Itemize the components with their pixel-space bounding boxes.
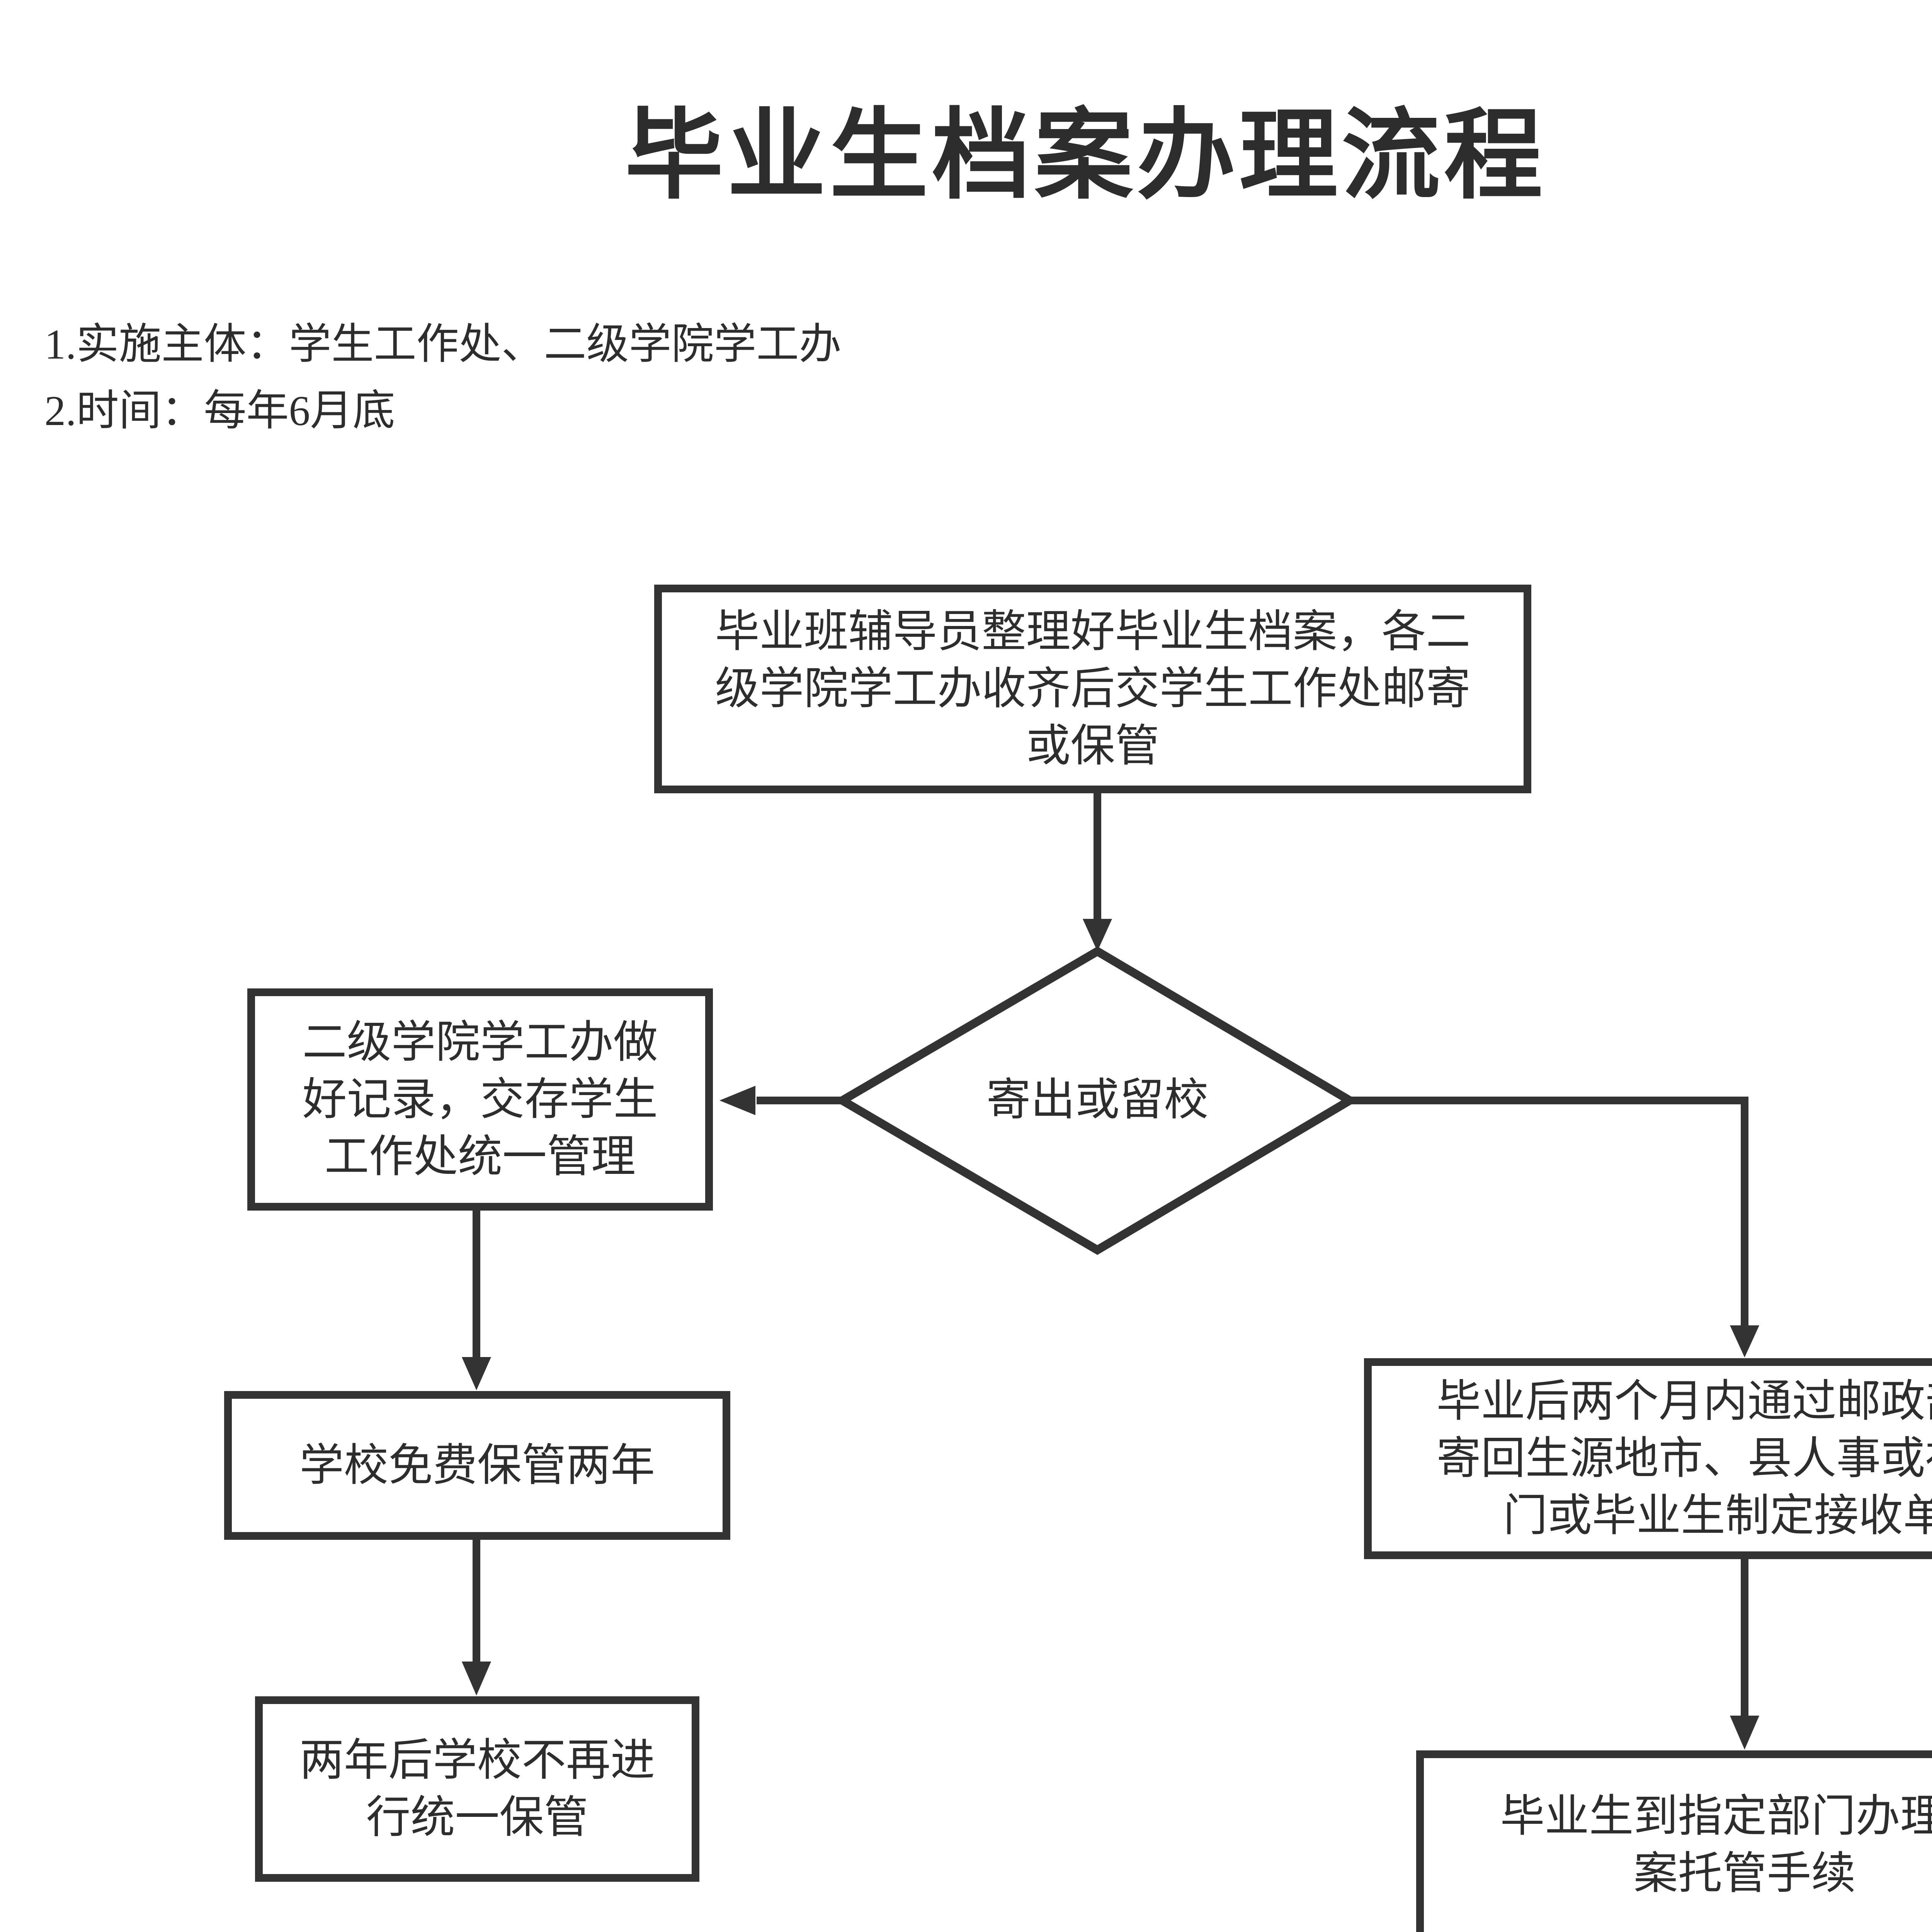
node-mail-back-line: 毕业后两个月内通过邮政部门邮 (1436, 1377, 1932, 1426)
node-start-line: 毕业班辅导员整理好毕业生档案，各二 (715, 607, 1471, 656)
node-record-line: 好记录，交存学生 (302, 1075, 658, 1124)
arrow-decision-to-record (719, 1086, 842, 1115)
arrow-record-to-keep (462, 1211, 491, 1390)
node-mail-back-line: 门或毕业生制定接收单位 (1503, 1491, 1932, 1540)
node-start: 毕业班辅导员整理好毕业生档案，各二 级学院学工办收齐后交学生工作处邮寄 或保管 (654, 585, 1531, 793)
note-implementing-body: 1.实施主体：学生工作处、二级学院学工办 (44, 321, 842, 368)
node-record-line: 二级学院学工办做 (302, 1017, 658, 1067)
node-deposit-line: 案托管手续 (1633, 1849, 1856, 1898)
node-no-longer-keep: 两年后学校不再进 行统一保管 (255, 1696, 699, 1882)
notes-block: 1.实施主体：学生工作处、二级学院学工办 2.时间：每年6月底 (44, 311, 842, 444)
note-time: 2.时间：每年6月底 (44, 387, 395, 434)
node-deposit-line: 毕业生到指定部门办理档 (1500, 1792, 1932, 1841)
node-start-line: 或保管 (1026, 721, 1160, 770)
node-mail-back: 毕业后两个月内通过邮政部门邮 寄回生源地市、县人事或社保部 门或毕业生制定接收单… (1364, 1358, 1932, 1559)
node-keep-two-years-line: 学校免费保管两年 (299, 1440, 655, 1490)
decision-diamond-shape (834, 946, 1358, 1255)
node-deposit: 毕业生到指定部门办理档 案托管手续 (1416, 1750, 1932, 1932)
node-record: 二级学院学工办做 好记录，交存学生 工作处统一管理 (247, 988, 713, 1211)
node-record-line: 工作处统一管理 (324, 1132, 636, 1181)
arrow-keep-to-no-keep (462, 1540, 491, 1696)
node-keep-two-years: 学校免费保管两年 (224, 1391, 730, 1540)
page-title: 毕业生档案办理流程 (624, 102, 1546, 211)
node-start-line: 级学院学工办收齐后交学生工作处邮寄 (715, 664, 1471, 713)
node-mail-back-line: 寄回生源地市、县人事或社保部 (1436, 1434, 1932, 1483)
arrow-mail-back-to-deposit (1730, 1559, 1759, 1750)
node-decision-label: 寄出或留校 (986, 1075, 1209, 1124)
node-no-longer-keep-line: 行统一保管 (366, 1793, 588, 1842)
node-no-longer-keep-line: 两年后学校不再进 (299, 1736, 655, 1785)
arrow-decision-to-mail-back (1350, 1097, 1759, 1357)
arrow-start-to-decision (1083, 792, 1112, 951)
